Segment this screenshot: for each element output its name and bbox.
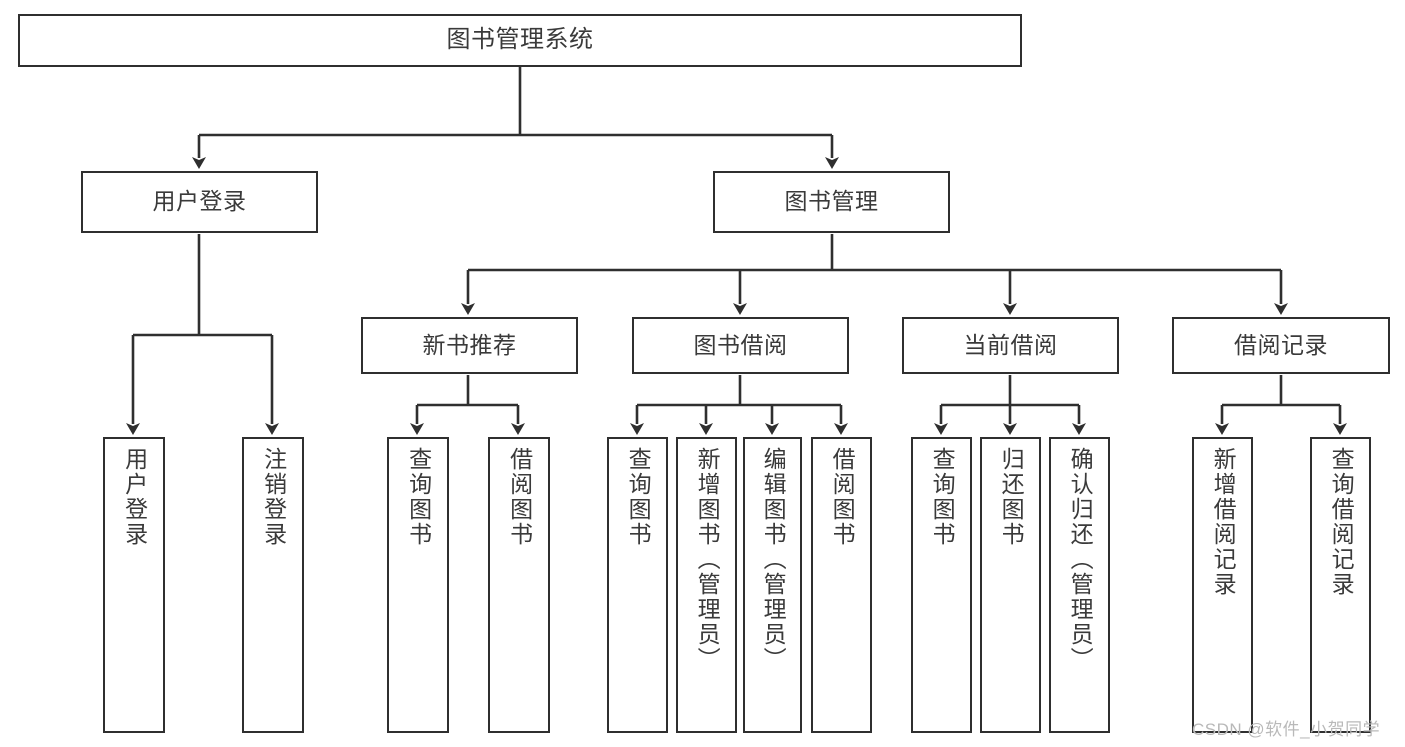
leaf-current-return-book[interactable]: 归还图书 (980, 437, 1041, 733)
node-label: 新书推荐 (422, 331, 517, 358)
node-root-system[interactable]: 图书管理系统 (18, 14, 1022, 67)
node-label: 查询图书 (405, 447, 432, 547)
node-current-borrow[interactable]: 当前借阅 (902, 317, 1119, 374)
node-label: 图书管理 (784, 188, 879, 215)
node-book-borrow[interactable]: 图书借阅 (632, 317, 849, 374)
node-label: 确认归还（管理员） (1067, 447, 1094, 672)
node-label: 查询图书 (625, 447, 652, 547)
node-label: 用户登录 (121, 447, 148, 547)
node-label: 图书借阅 (693, 331, 788, 358)
node-user-login[interactable]: 用户登录 (81, 171, 318, 233)
leaf-current-confirm-return-admin[interactable]: 确认归还（管理员） (1049, 437, 1110, 733)
node-new-book-recommend[interactable]: 新书推荐 (361, 317, 578, 374)
node-label: 当前借阅 (963, 331, 1058, 358)
node-label: 归还图书 (998, 447, 1025, 547)
watermark-csdn: CSDN @软件_小贺同学 (1192, 720, 1381, 739)
leaf-record-add-record[interactable]: 新增借阅记录 (1192, 437, 1253, 733)
leaf-borrow-edit-book-admin[interactable]: 编辑图书（管理员） (743, 437, 802, 733)
node-label: 借阅图书 (506, 447, 533, 547)
leaf-record-query-record[interactable]: 查询借阅记录 (1310, 437, 1371, 733)
node-label: 用户登录 (152, 188, 247, 215)
node-label: 编辑图书（管理员） (760, 447, 787, 672)
leaf-recommend-borrow-book[interactable]: 借阅图书 (488, 437, 550, 733)
node-label: 新增借阅记录 (1210, 447, 1237, 597)
leaf-borrow-borrow-book[interactable]: 借阅图书 (811, 437, 872, 733)
node-book-management[interactable]: 图书管理 (713, 171, 950, 233)
node-label: 借阅图书 (829, 447, 856, 547)
node-label: 图书管理系统 (446, 26, 594, 54)
node-borrow-record[interactable]: 借阅记录 (1172, 317, 1390, 374)
node-label: 新增图书（管理员） (694, 447, 721, 672)
node-label: 查询图书 (929, 447, 956, 547)
leaf-user-login[interactable]: 用户登录 (103, 437, 165, 733)
leaf-borrow-add-book-admin[interactable]: 新增图书（管理员） (676, 437, 737, 733)
leaf-recommend-query-book[interactable]: 查询图书 (387, 437, 449, 733)
node-label: 借阅记录 (1234, 331, 1328, 358)
node-label: 查询借阅记录 (1328, 447, 1355, 597)
leaf-current-query-book[interactable]: 查询图书 (911, 437, 972, 733)
node-label: 注销登录 (260, 447, 287, 547)
leaf-borrow-query-book[interactable]: 查询图书 (607, 437, 668, 733)
leaf-user-logout[interactable]: 注销登录 (242, 437, 304, 733)
